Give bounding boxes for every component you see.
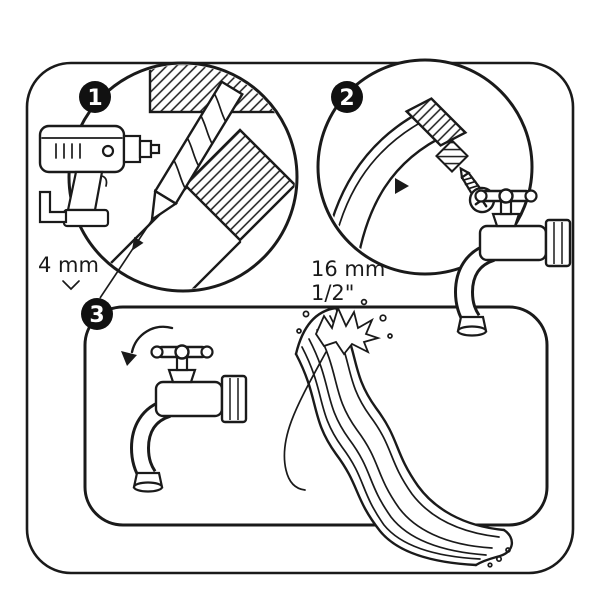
step2-circle	[318, 60, 532, 274]
step2-circle-outline	[316, 58, 534, 276]
pointer-arrow-icon	[131, 236, 144, 251]
pointer-arrow-icon	[395, 178, 409, 194]
step1-dimension-label: 4 mm	[38, 253, 99, 277]
rotate-arrow-icon	[121, 325, 174, 366]
pipe-elbow-section-icon	[321, 97, 469, 271]
step2-badge-number: 2	[339, 86, 354, 111]
step3-badge: 3	[81, 298, 113, 330]
water-drops-icon	[487, 547, 511, 568]
step1-illustration	[38, 61, 299, 299]
dimension-leader-line	[99, 219, 153, 299]
caret-mark-icon	[62, 280, 80, 291]
step3-illustration	[121, 298, 513, 568]
step3-badge-number: 3	[89, 303, 104, 328]
step1-badge: 1	[79, 81, 111, 113]
step2-dimension-label: 16 mm	[311, 257, 385, 281]
step2-dimension-alt-label: 1/2"	[311, 281, 354, 305]
drill-bit-icon	[150, 80, 244, 223]
water-splash-icon	[296, 298, 393, 356]
step1-badge-number: 1	[87, 86, 102, 111]
slide-icon	[294, 306, 513, 567]
step3-panel	[83, 305, 549, 527]
step2-badge: 2	[331, 81, 363, 113]
string-icon	[283, 351, 327, 491]
step1-circle-outline	[67, 61, 299, 293]
step2-illustration	[316, 58, 570, 336]
power-drill-icon	[38, 124, 161, 228]
